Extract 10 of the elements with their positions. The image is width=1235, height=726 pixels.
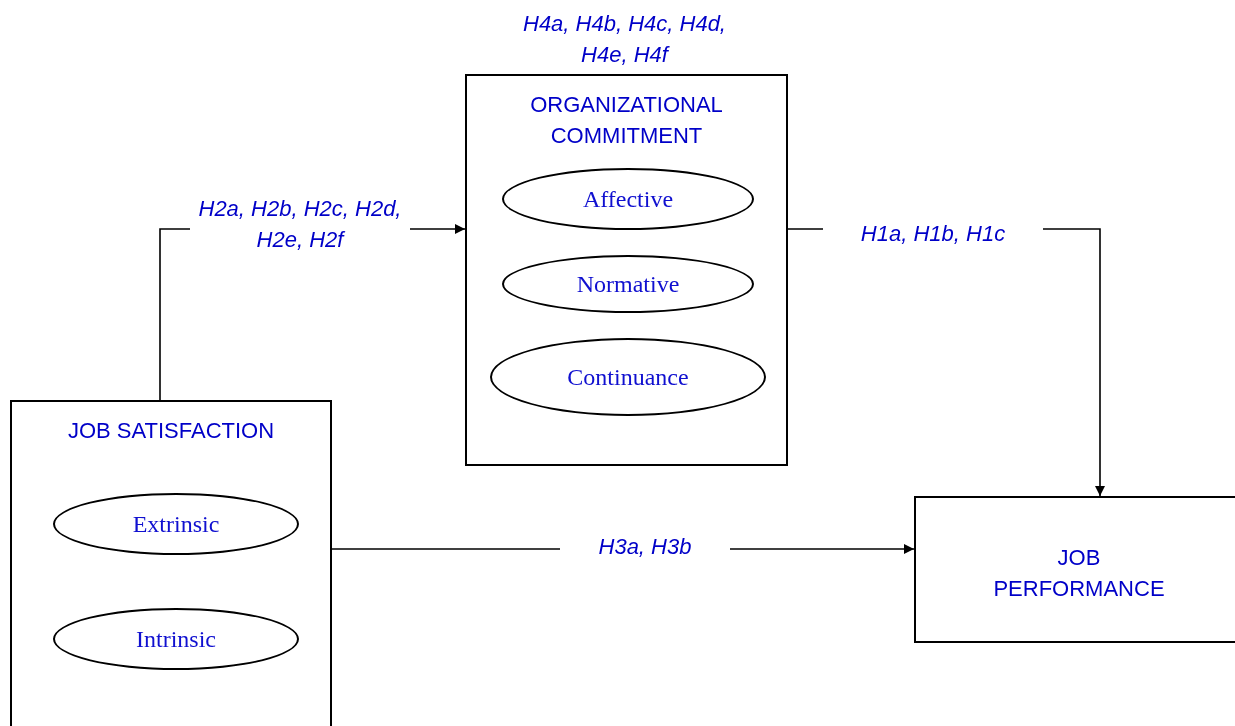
dimension-label: Normative <box>576 272 680 296</box>
dimension-label: Extrinsic <box>132 512 220 536</box>
construct-title: ORGANIZATIONAL COMMITMENT <box>529 91 724 150</box>
construct-box <box>10 400 332 726</box>
dimension-label: Continuance <box>567 365 689 389</box>
construct-box <box>914 496 1235 643</box>
construct-title: JOB SATISFACTION <box>66 417 276 445</box>
construct-title: JOB PERFORMANCE <box>992 544 1166 603</box>
dimension-label: Intrinsic <box>136 627 216 651</box>
dimension-label: Affective <box>582 187 674 211</box>
